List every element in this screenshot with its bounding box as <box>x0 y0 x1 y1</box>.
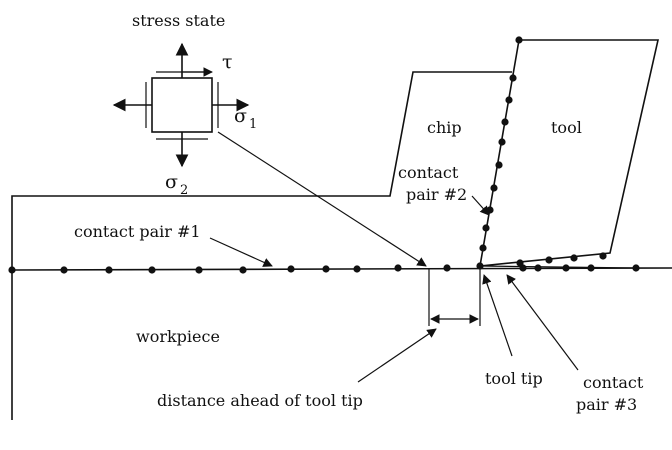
workpiece-surface-line <box>11 267 672 271</box>
contact-pair-1-label: contact pair #1 <box>74 222 201 241</box>
distance-leader <box>357 328 437 383</box>
contact-pair-3-line <box>479 265 641 269</box>
rake-face-nodes <box>479 36 523 252</box>
stress-element <box>145 71 219 140</box>
contact-pair-2-leader <box>471 195 490 216</box>
tool-label: tool <box>551 118 582 137</box>
contact-pair-3-leader <box>506 274 579 371</box>
tool-outline <box>479 39 660 267</box>
workpiece-label: workpiece <box>136 327 220 346</box>
distance-ahead-label: distance ahead of tool tip <box>157 391 363 410</box>
stress-state-label: stress state <box>132 11 225 30</box>
contact-pair-3-label-line2: pair #3 <box>576 395 637 414</box>
contact-pair-2-label-line1: contact <box>398 163 459 182</box>
flank-nodes <box>516 252 607 267</box>
surface-nodes <box>8 262 640 274</box>
tau-label: τ <box>222 51 233 73</box>
stress-state-leader <box>217 131 427 267</box>
tool-tip-leader <box>482 274 513 357</box>
sigma1-label: σ <box>234 105 247 127</box>
sigma2-label: σ <box>165 171 178 193</box>
contact-pair-3-label-line1: contact <box>583 373 644 392</box>
sigma2-subscript: 2 <box>180 183 188 198</box>
contact-pair-1-leader <box>209 237 273 267</box>
chip-label: chip <box>427 118 462 137</box>
contact-pair-2-label-line2: pair #2 <box>406 185 467 204</box>
tool-tip-label: tool tip <box>485 369 543 388</box>
sigma1-subscript: 1 <box>249 117 257 132</box>
